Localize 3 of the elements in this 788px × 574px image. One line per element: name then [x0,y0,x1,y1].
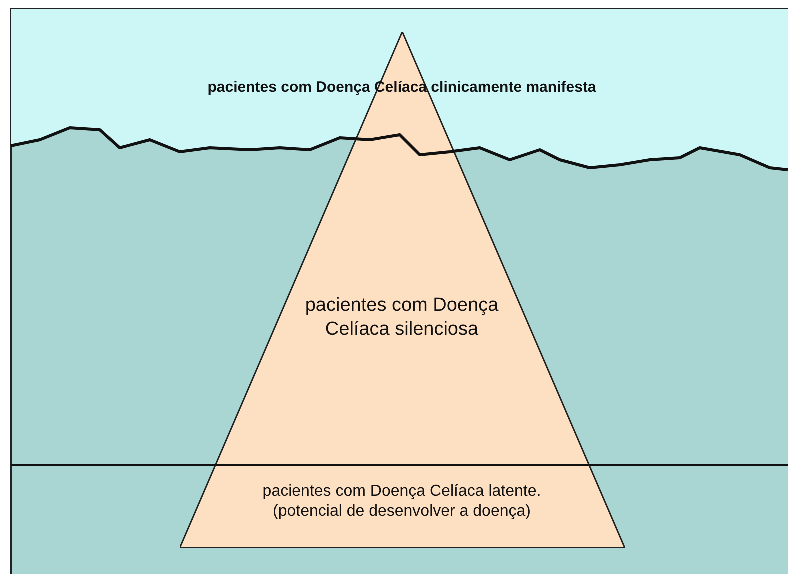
middle-label: pacientes com Doença Celíaca silenciosa [304,294,500,342]
iceberg-triangle [180,32,625,548]
base-label: pacientes com Doença Celíaca latente. (potencial de desenvolver a doença) [262,482,542,522]
